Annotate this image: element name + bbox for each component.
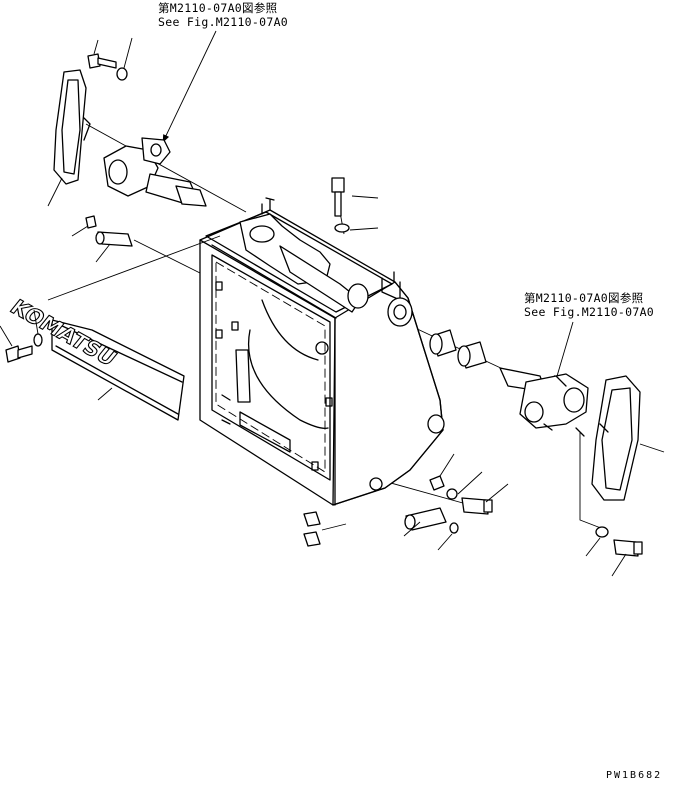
radiator-guard-frame	[199, 197, 445, 506]
assembly-axis-right-strap	[579, 432, 607, 531]
reference-top-japanese: 第M2110-07A0図参照	[158, 1, 278, 15]
lifting-strap-right	[575, 375, 641, 501]
drawing-code: PW1B682	[606, 770, 663, 781]
bolt-top	[331, 177, 345, 217]
bolt-lower-right	[461, 497, 493, 515]
bolt-far-right	[613, 539, 643, 557]
figure-reference-top: 第M2110-07A0図参照 See Fig.M2110-07A0	[158, 1, 288, 29]
bolt-upper-left	[87, 53, 117, 69]
hinge-assembly-left	[103, 137, 207, 207]
hinge-assembly-right	[499, 367, 589, 431]
part-leader-lines	[0, 37, 665, 577]
assembly-axis-top	[85, 123, 247, 213]
pin-lower	[404, 507, 447, 531]
reference-leader-right	[553, 321, 574, 384]
pin-left	[95, 231, 133, 247]
reference-top-english: See Fig.M2110-07A0	[158, 15, 289, 29]
decal-text: KOMATSU	[5, 295, 122, 370]
reference-right-japanese: 第M2110-07A0図参照	[524, 291, 644, 305]
komatsu-decal: KOMATSU	[5, 294, 185, 421]
bolt-far-left	[5, 345, 33, 363]
assembly-axis-lower	[379, 479, 471, 506]
figure-reference-right: 第M2110-07A0図参照 See Fig.M2110-07A0	[524, 291, 654, 319]
reference-right-english: See Fig.M2110-07A0	[524, 305, 655, 319]
washers-and-nuts	[33, 67, 609, 547]
bushing-pair-right	[429, 329, 487, 369]
reference-leader-top	[162, 30, 217, 143]
lifting-strap-left	[53, 69, 91, 185]
